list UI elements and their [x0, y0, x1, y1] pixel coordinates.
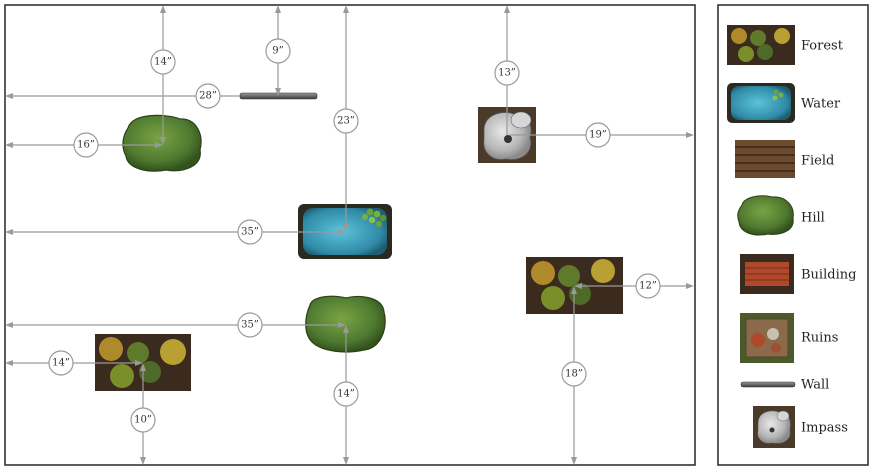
legend-label: Hill	[801, 211, 825, 226]
hill-left-top-distance: 14”	[150, 5, 176, 145]
distance-label: 14”	[52, 358, 70, 369]
forest-right-right-distance: 12”	[574, 273, 694, 299]
wall-top-distance: 9”	[265, 5, 291, 96]
field-icon	[735, 140, 795, 178]
legend-item-field: Field	[735, 140, 834, 178]
hill-center-left-distance: 35”	[5, 312, 346, 338]
hill-left	[122, 114, 202, 173]
legend-label: Ruins	[801, 331, 838, 346]
distance-label: 35”	[241, 320, 259, 331]
water-center	[298, 204, 392, 259]
legend-label: Forest	[801, 39, 844, 54]
distance-label: 14”	[154, 57, 172, 68]
forest-icon	[727, 25, 795, 65]
distance-label: 16”	[77, 140, 95, 151]
distance-label: 10”	[134, 415, 152, 426]
distance-label: 9”	[272, 46, 283, 57]
legend-label: Wall	[801, 378, 829, 393]
distance-label: 18”	[565, 369, 583, 380]
forest-left	[95, 334, 191, 391]
distance-label: 13”	[498, 68, 516, 79]
wall-icon	[740, 381, 796, 388]
impass-right-distance: 19”	[509, 122, 694, 148]
legend-item-hill: Hill	[737, 195, 825, 236]
distance-label: 28”	[199, 91, 217, 102]
forest-left-left-distance: 14”	[5, 350, 143, 376]
distance-label: 23”	[337, 116, 355, 127]
legend-label: Impass	[801, 421, 848, 436]
ruins-icon	[740, 313, 794, 363]
forest-left-bottom-distance: 10”	[130, 363, 156, 465]
distance-label: 14”	[337, 389, 355, 400]
water-icon	[727, 83, 795, 123]
impass-icon	[753, 406, 795, 448]
legend-item-water: Water	[727, 83, 841, 123]
hill-center-bottom-distance: 14”	[333, 325, 359, 465]
hill-icon	[737, 195, 794, 236]
legend-item-ruins: Ruins	[740, 313, 838, 363]
impass-top-distance: 13”	[494, 5, 520, 135]
distance-label: 12”	[639, 281, 657, 292]
legend-item-wall: Wall	[740, 378, 829, 393]
legend: Forest Water Field	[717, 4, 869, 466]
legend-item-building: Building	[740, 254, 856, 294]
legend-frame	[717, 4, 869, 466]
water-top-distance: 23”	[333, 5, 359, 232]
distance-arrows: 9” 28” 14” 16”	[5, 5, 694, 465]
hill-left-left-distance: 16”	[5, 132, 163, 158]
water-left-distance: 35”	[5, 219, 346, 245]
legend-item-forest: Forest	[727, 25, 844, 65]
distance-label: 35”	[241, 227, 259, 238]
hill-center	[305, 295, 386, 353]
legend-label: Field	[801, 154, 834, 169]
forest-right-bottom-distance: 18”	[561, 286, 587, 465]
building-icon	[740, 254, 794, 294]
wall-left-distance: 28”	[5, 83, 240, 109]
legend-label: Building	[801, 268, 856, 283]
legend-item-impass: Impass	[753, 406, 848, 448]
legend-label: Water	[801, 97, 841, 112]
distance-label: 19”	[589, 130, 607, 141]
